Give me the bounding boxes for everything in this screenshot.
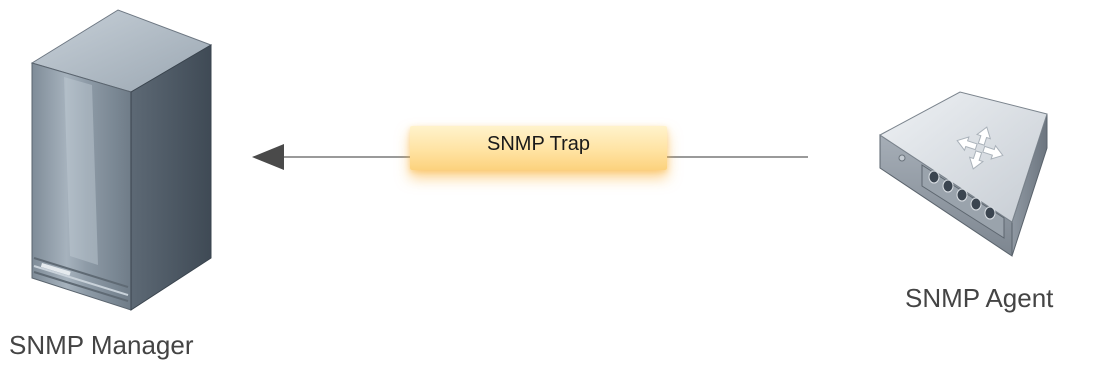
snmp-trap-label: SNMP Trap [487,133,590,155]
arrowhead-icon [252,144,284,170]
network-switch-icon [879,91,1048,257]
snmp-trap-edge-label-box: SNMP Trap [410,126,667,170]
snmp-agent-label: SNMP Agent [905,283,1054,313]
server-tower-icon [30,9,213,311]
snmp-manager-label: SNMP Manager [9,330,194,360]
